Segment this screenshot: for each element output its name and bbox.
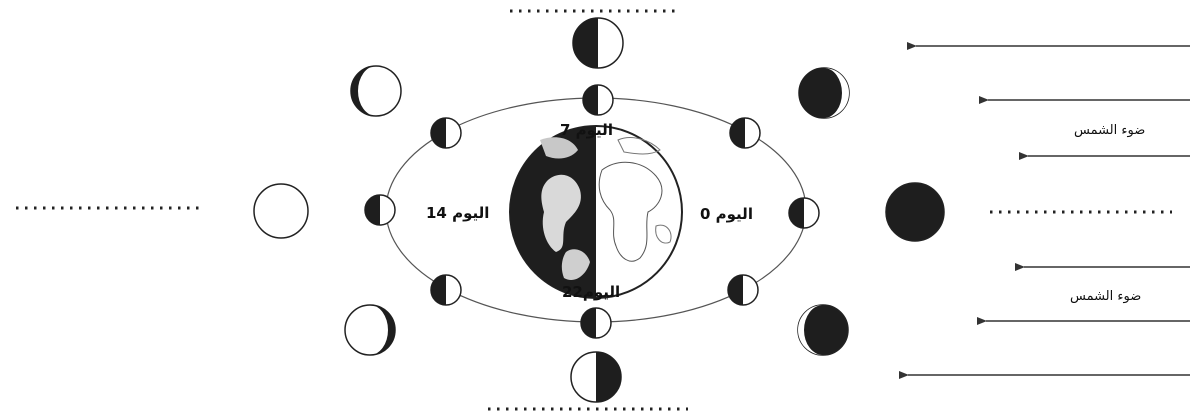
outer-moon-waning-gibbous (345, 305, 395, 355)
label-sunlight-top: ضوء الشمس (1074, 123, 1145, 138)
label-day-7: اليوم 7 (560, 121, 613, 139)
outer-moon-waxing-gibbous (351, 66, 401, 116)
inner-moon (431, 118, 461, 148)
inner-moon (365, 195, 395, 225)
label-sunlight-bottom: ضوء الشمس (1070, 289, 1141, 304)
outer-moon-waning-crescent (798, 305, 848, 355)
label-day-14: اليوم 14 (426, 204, 489, 222)
inner-moon (581, 308, 611, 338)
inner-moon (728, 275, 758, 305)
outer-moon-waxing-crescent (799, 68, 849, 118)
inner-moon (583, 85, 613, 115)
earth-globe (510, 126, 682, 298)
inner-moon (431, 275, 461, 305)
outer-moon-full (254, 184, 308, 238)
label-day-22: اليوم22 (562, 283, 620, 301)
inner-moon (730, 118, 760, 148)
inner-moon (789, 198, 819, 228)
outer-moon-first-quarter (573, 18, 623, 68)
label-day-0: اليوم 0 (700, 205, 753, 223)
outer-moon-last-quarter (571, 352, 621, 402)
outer-moon-new (886, 183, 944, 241)
sunlight-arrows (908, 46, 1190, 375)
